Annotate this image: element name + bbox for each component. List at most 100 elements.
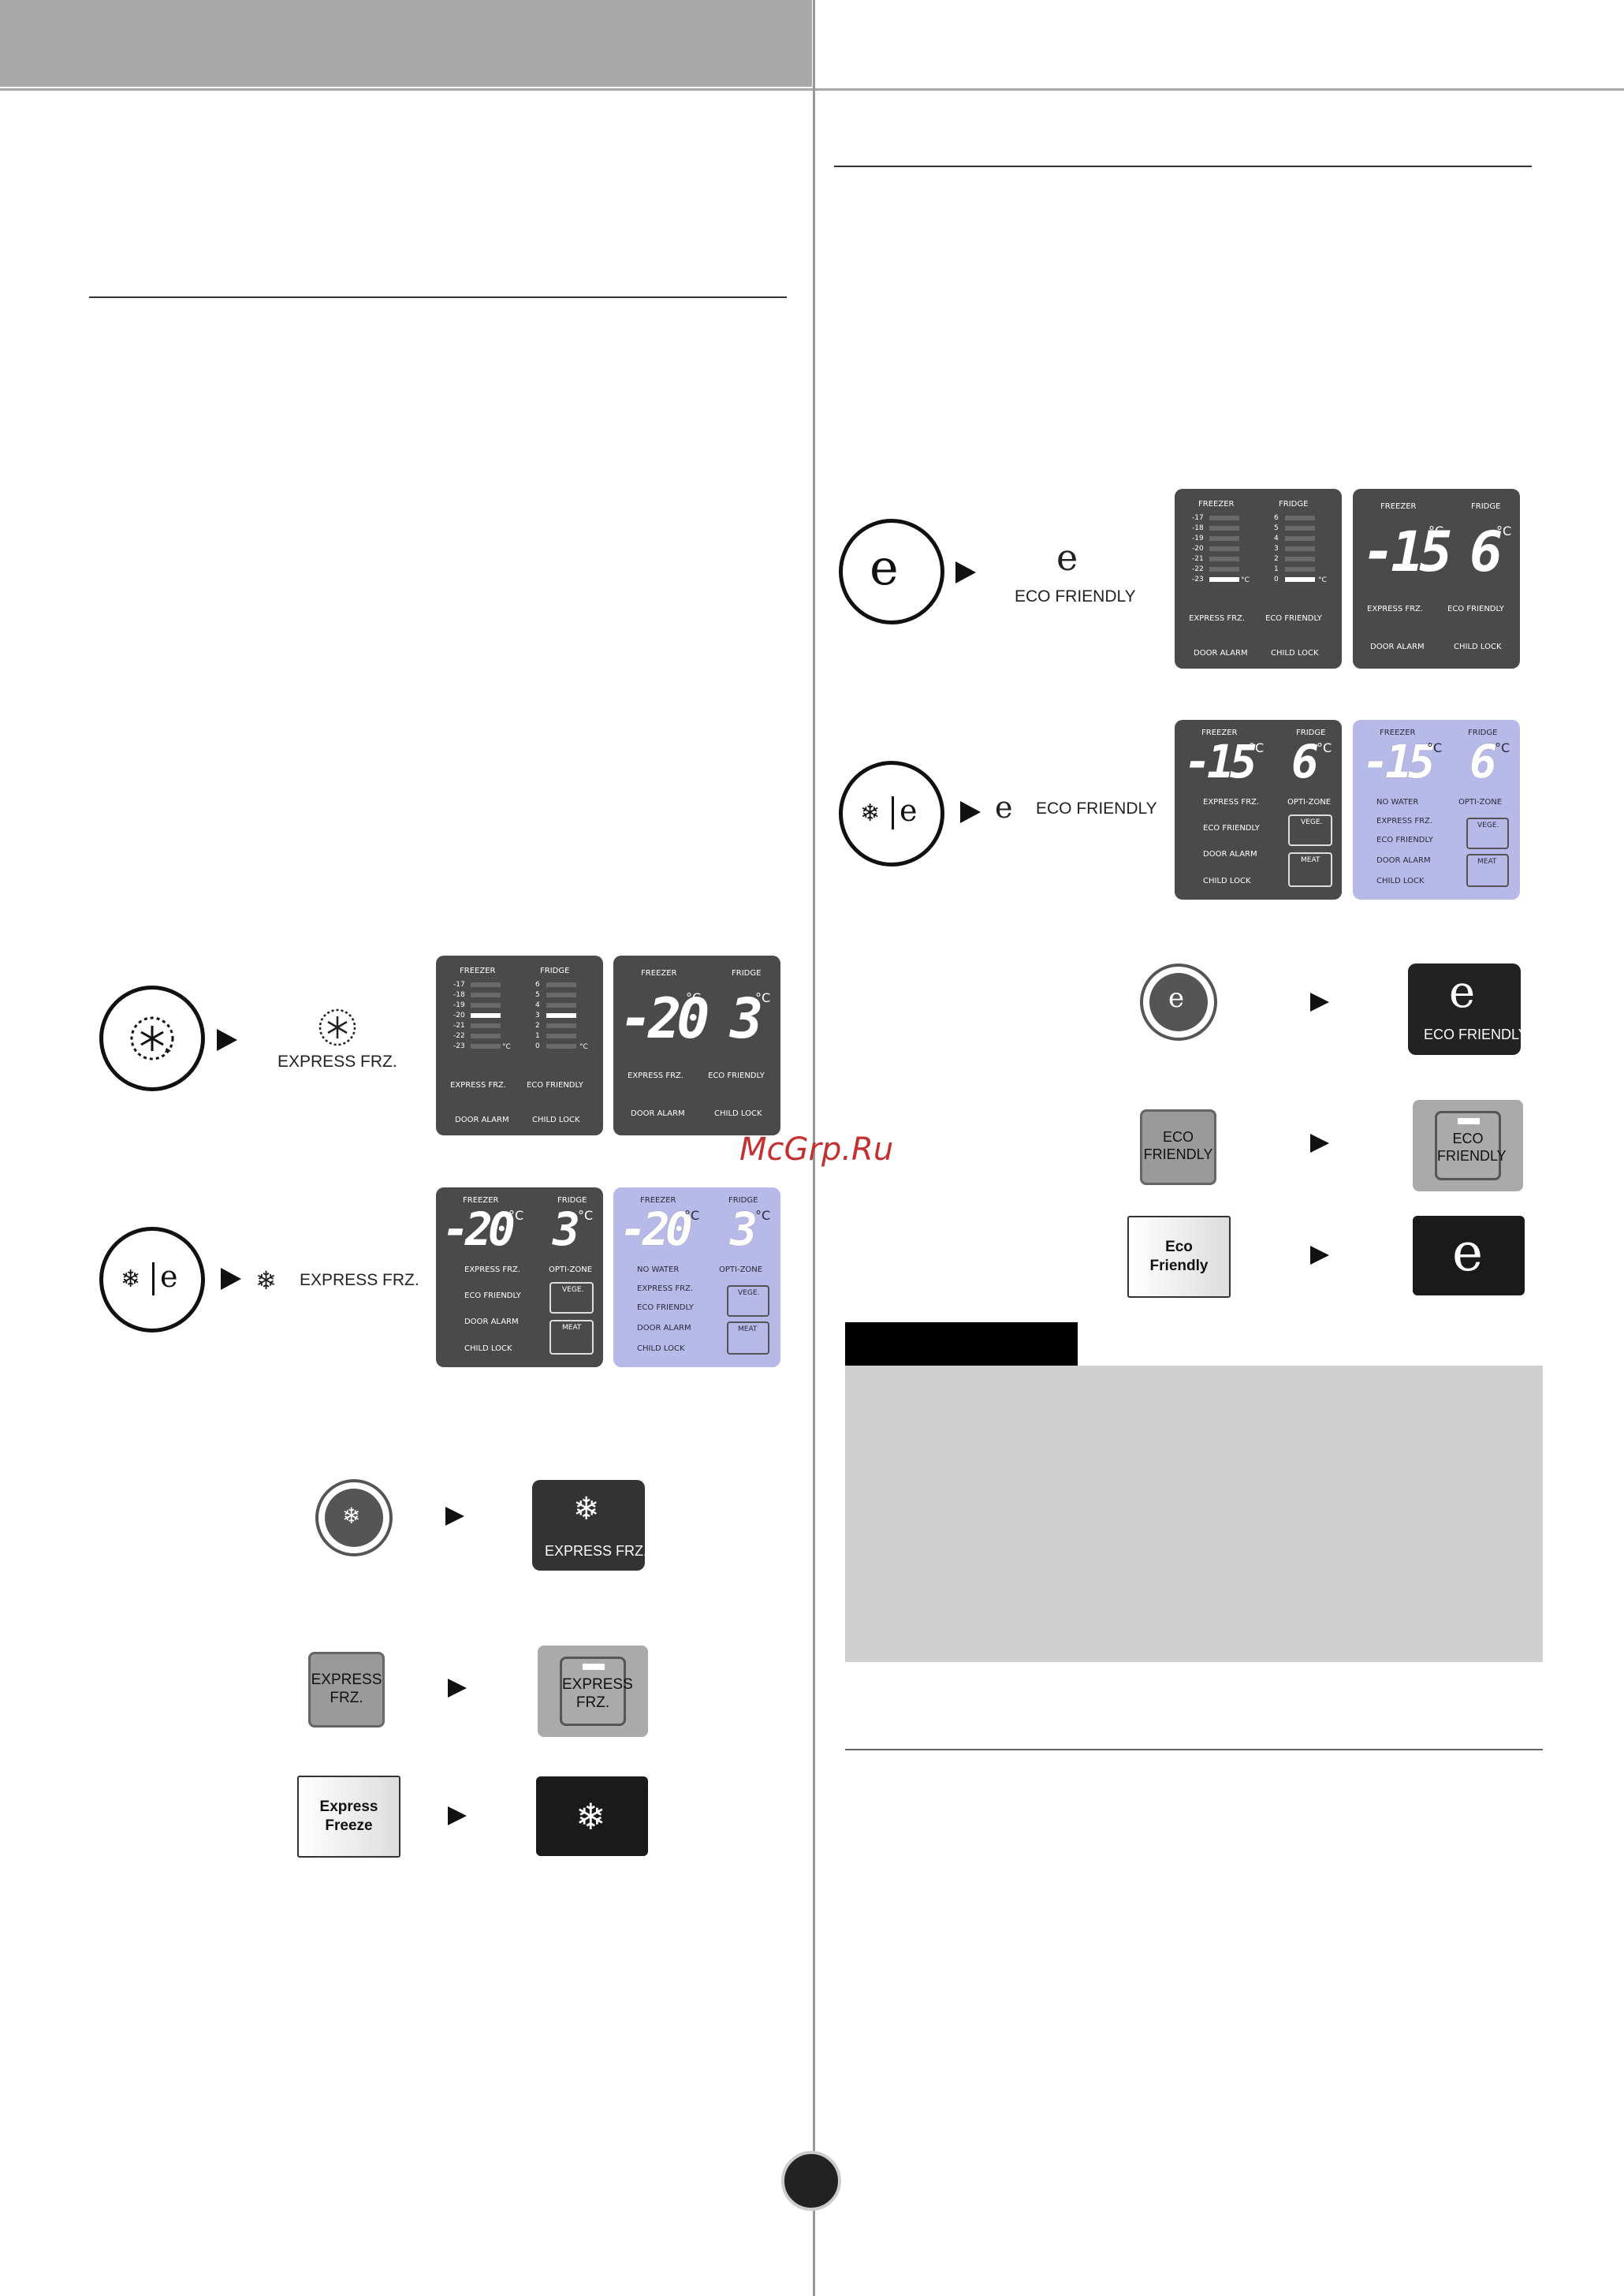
- snowflake-icon: ❄: [575, 1796, 606, 1837]
- label-line2: FRZ.: [575, 1694, 610, 1711]
- label-line2: FRIENDLY: [1143, 1146, 1213, 1162]
- freezer-label: FREEZER: [1380, 502, 1417, 511]
- arrow-icon: [955, 561, 976, 583]
- snowflake-icon: [130, 1016, 174, 1060]
- door-alarm-label: DOOR ALARM: [631, 1109, 685, 1118]
- eco-gray-lit-button: ECO FRIENDLY: [1413, 1100, 1523, 1191]
- eco-leaf-icon: e: [1452, 1222, 1484, 1283]
- fridge-scale-tick: 3: [1274, 545, 1279, 553]
- express-button-round-small[interactable]: ❄: [315, 1479, 393, 1556]
- vege-label: VEGE.: [1301, 818, 1323, 826]
- eco-label: ECO FRIENDLY: [708, 1072, 765, 1080]
- header-rule: [0, 88, 1624, 91]
- unit: °C: [755, 1208, 771, 1223]
- unit: °C: [1249, 740, 1265, 755]
- eco-black-button: e: [1413, 1216, 1525, 1295]
- step2-label: ECO FRIENDLY: [1036, 800, 1157, 818]
- opti-zone-label: OPTI-ZONE: [1458, 798, 1503, 807]
- arrow-icon: [960, 801, 981, 823]
- fridge-temp: 6: [1291, 735, 1319, 788]
- child-lock-label: CHILD LOCK: [637, 1344, 685, 1353]
- display-opti-panel: FREEZER FRIDGE -20 °C 3 °C EXPRESS FRZ. …: [436, 1187, 603, 1367]
- label-line2: Friendly: [1149, 1257, 1209, 1274]
- freezer-label: FREEZER: [1201, 729, 1238, 737]
- freezer-level-bar: [1209, 557, 1239, 561]
- fridge-scale-tick: 0: [535, 1042, 540, 1050]
- freezer-level-bar: [471, 1003, 501, 1008]
- fridge-label: FRIDGE: [732, 969, 762, 978]
- header-bar: [0, 0, 812, 87]
- snowflake-icon: ❄: [255, 1266, 277, 1295]
- note-tab: [845, 1322, 1078, 1366]
- center-divider: [813, 0, 815, 2296]
- eco-gray-button[interactable]: ECO FRIENDLY: [1140, 1109, 1216, 1185]
- fridge-level-bar: [1285, 577, 1315, 582]
- freezer-scale-tick: -23: [1192, 576, 1204, 583]
- snowflake-icon: ❄: [121, 1266, 141, 1292]
- unit: °C: [502, 1043, 511, 1051]
- child-lock-label: CHILD LOCK: [1376, 877, 1425, 885]
- freezer-label: FREEZER: [460, 967, 496, 975]
- combo-button-round[interactable]: ❄ e: [99, 1227, 205, 1332]
- fridge-level-bar: [546, 993, 576, 997]
- vege-box: VEGE.: [1466, 818, 1509, 849]
- freezer-label: FREEZER: [640, 1196, 676, 1205]
- fridge-label: FRIDGE: [1279, 500, 1309, 509]
- arrow-icon: [1310, 993, 1329, 1012]
- freezer-level-bar: [1209, 516, 1239, 520]
- express-white-button[interactable]: Express Freeze: [297, 1776, 400, 1858]
- freezer-scale-tick: -19: [1192, 535, 1204, 542]
- freezer-scale-tick: -17: [453, 981, 465, 989]
- freezer-level-bar: [1209, 546, 1239, 551]
- display-bar-panel: FREEZER FRIDGE EXPRESS FRZ. ECO FRIENDLY…: [436, 956, 603, 1135]
- vege-label: VEGE.: [562, 1286, 584, 1294]
- child-lock-label: CHILD LOCK: [532, 1116, 580, 1124]
- meat-box: MEAT: [1288, 852, 1332, 887]
- button-face: EXPRESS FRZ.: [560, 1657, 633, 1726]
- fridge-temp: 6: [1469, 520, 1503, 584]
- fridge-level-bar: [1285, 526, 1315, 531]
- fridge-level-bar: [1285, 536, 1315, 541]
- button-face: [1149, 973, 1208, 1031]
- express-gray-button[interactable]: EXPRESS FRZ.: [308, 1652, 385, 1728]
- vege-box: VEGE.: [1288, 814, 1332, 846]
- unit: °C: [579, 1043, 588, 1051]
- freezer-scale-tick: -19: [453, 1001, 465, 1009]
- express-label: EXPRESS FRZ.: [1203, 798, 1260, 807]
- fridge-label: FRIDGE: [1296, 729, 1326, 737]
- door-alarm-label: DOOR ALARM: [455, 1116, 509, 1124]
- fridge-scale-tick: 1: [1274, 565, 1279, 573]
- eco-button-round[interactable]: e: [839, 519, 944, 624]
- step1-label: ECO FRIENDLY: [1015, 587, 1136, 606]
- eco-leaf-icon: e: [900, 793, 918, 828]
- fridge-level-bar: [546, 1003, 576, 1008]
- unit: °C: [578, 1208, 594, 1223]
- combo-button-round[interactable]: ❄ e: [839, 761, 944, 867]
- eco-button-round-small[interactable]: e: [1140, 964, 1217, 1041]
- display-bar-panel: FREEZER FRIDGE EXPRESS FRZ. ECO FRIENDLY…: [1175, 489, 1342, 669]
- express-label: EXPRESS FRZ.: [1189, 614, 1246, 623]
- freezer-scale-tick: -21: [1192, 555, 1204, 563]
- left-section-rule: [89, 296, 787, 298]
- fridge-label: FRIDGE: [728, 1196, 758, 1205]
- meat-box: MEAT: [1466, 854, 1509, 887]
- eco-leaf-icon: e: [995, 790, 1013, 825]
- unit: °C: [684, 1208, 700, 1223]
- freezer-scale-tick: -22: [453, 1032, 465, 1040]
- fridge-scale-tick: 5: [1274, 524, 1279, 532]
- eco-white-button[interactable]: Eco Friendly: [1127, 1216, 1231, 1298]
- express-label: EXPRESS FRZ.: [464, 1265, 521, 1274]
- fridge-label: FRIDGE: [1471, 502, 1501, 511]
- freezer-label: FREEZER: [1380, 729, 1416, 737]
- meat-label: MEAT: [1477, 858, 1497, 866]
- label-line1: Eco: [1165, 1239, 1193, 1255]
- express-freeze-button-round[interactable]: [99, 986, 205, 1091]
- label-line2: Freeze: [325, 1817, 373, 1834]
- unit: °C: [1495, 740, 1510, 755]
- indicator-light: [1458, 1118, 1480, 1124]
- divider: [892, 796, 894, 829]
- freezer-level-bar: [471, 1023, 501, 1028]
- fridge-scale-tick: 2: [535, 1022, 540, 1030]
- label-line1: ECO: [1452, 1131, 1484, 1146]
- eco-lit-label: ECO FRIENDLY: [1424, 1027, 1528, 1042]
